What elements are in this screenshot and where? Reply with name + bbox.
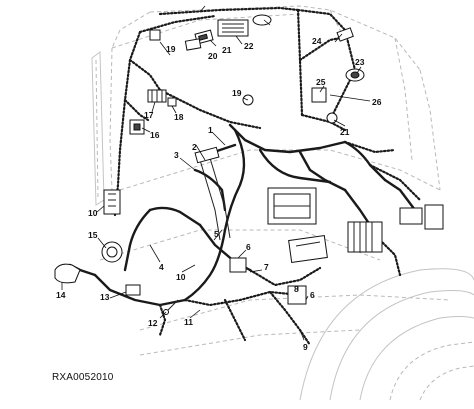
connector-18 [167, 97, 177, 107]
roof-harness [138, 6, 352, 117]
callout-12: 12 [148, 318, 158, 328]
bracket-13 [125, 284, 141, 296]
callout-6-upper: 6 [246, 242, 251, 252]
callout-20: 20 [208, 51, 218, 61]
lower-harness [68, 206, 322, 347]
callout-7: 7 [264, 262, 269, 272]
callout-19-roof: 19 [166, 44, 176, 54]
callout-2: 2 [192, 142, 197, 152]
callout-18: 18 [174, 112, 184, 122]
motor-15 [101, 241, 123, 263]
callout-24: 24 [312, 36, 322, 46]
roof-module-22 [217, 19, 249, 37]
relay-16 [129, 119, 145, 135]
callout-8: 8 [294, 284, 299, 294]
dash-harness [193, 123, 422, 232]
callout-3: 3 [174, 150, 179, 160]
callout-11: 11 [184, 317, 193, 327]
figure-id-label: RXA0052010 [52, 372, 114, 383]
callout-21-right: 21 [340, 127, 350, 137]
callout-4: 4 [159, 262, 164, 272]
callout-6-lower: 6 [310, 290, 315, 300]
callout-19-center: 19 [232, 88, 242, 98]
callout-1: 1 [208, 125, 213, 135]
callout-15: 15 [88, 230, 98, 240]
console-box-center [267, 187, 317, 225]
sensor-14 [54, 263, 81, 284]
callout-16: 16 [150, 130, 160, 140]
battery-box [288, 235, 328, 263]
roof-light-23 [252, 14, 365, 82]
leader-lines [61, 5, 371, 341]
callout-21-roof: 21 [222, 45, 232, 55]
callout-13: 13 [100, 292, 110, 302]
callout-10-center: 10 [176, 272, 186, 282]
right-relay-bank [347, 204, 444, 253]
roof-switch-24 [336, 27, 354, 42]
valve-blocks-6 [229, 257, 307, 305]
callout-14: 14 [56, 290, 66, 300]
rear-wheel-outline [299, 268, 474, 401]
callout-26: 26 [372, 97, 382, 107]
roof-connector-20 [184, 38, 202, 51]
module-10-left [103, 189, 121, 215]
steering-column [194, 146, 231, 241]
fuse-block-17 [147, 89, 167, 103]
callout-labels: 19 20 21 22 24 23 25 26 21 19 17 18 16 1… [56, 36, 382, 352]
callout-5: 5 [214, 229, 219, 239]
callout-9: 9 [303, 342, 308, 352]
callout-22: 22 [244, 41, 254, 51]
callout-25: 25 [316, 77, 326, 87]
callout-23: 23 [355, 57, 365, 67]
callout-10-left: 10 [88, 208, 98, 218]
callout-17: 17 [144, 110, 154, 120]
